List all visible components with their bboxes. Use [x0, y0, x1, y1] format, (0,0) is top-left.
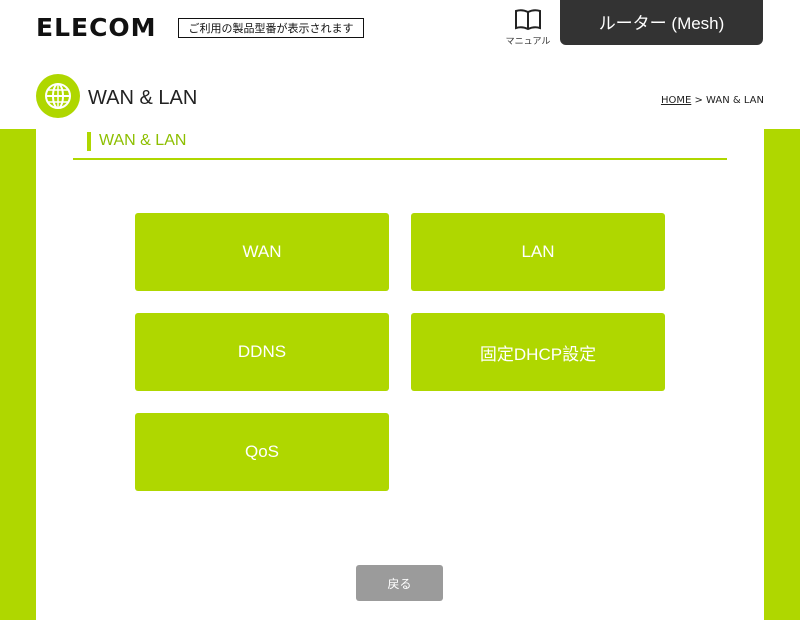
elecom-logo: ELECOM	[36, 13, 157, 42]
globe-icon	[36, 74, 80, 118]
breadcrumb: HOME > WAN & LAN	[661, 95, 764, 106]
main-panel: WAN & LAN WAN LAN DDNS 固定DHCP設定 QoS 戻る	[36, 129, 764, 620]
static-dhcp-button[interactable]: 固定DHCP設定	[411, 313, 665, 391]
section-header: WAN & LAN	[73, 129, 727, 160]
qos-button[interactable]: QoS	[135, 413, 389, 491]
title-bar: WAN & LAN HOME > WAN & LAN	[0, 60, 800, 129]
section-title: WAN & LAN	[99, 132, 187, 149]
wan-button[interactable]: WAN	[135, 213, 389, 291]
lan-button[interactable]: LAN	[411, 213, 665, 291]
section-accent-bar	[87, 132, 91, 151]
book-icon	[515, 9, 541, 31]
header: ELECOM ご利用の製品型番が表示されます マニュアル ルーター (Mesh)	[0, 0, 800, 60]
breadcrumb-current: WAN & LAN	[706, 95, 764, 106]
breadcrumb-home-link[interactable]: HOME	[660, 95, 692, 106]
back-button[interactable]: 戻る	[356, 565, 443, 601]
manual-label: マニュアル	[505, 37, 551, 47]
ddns-button[interactable]: DDNS	[135, 313, 389, 391]
model-notice: ご利用の製品型番が表示されます	[178, 18, 364, 38]
page-title: WAN & LAN	[88, 87, 198, 109]
manual-link[interactable]: マニュアル	[500, 6, 556, 50]
breadcrumb-separator: >	[691, 95, 707, 106]
device-tab[interactable]: ルーター (Mesh)	[560, 0, 763, 45]
